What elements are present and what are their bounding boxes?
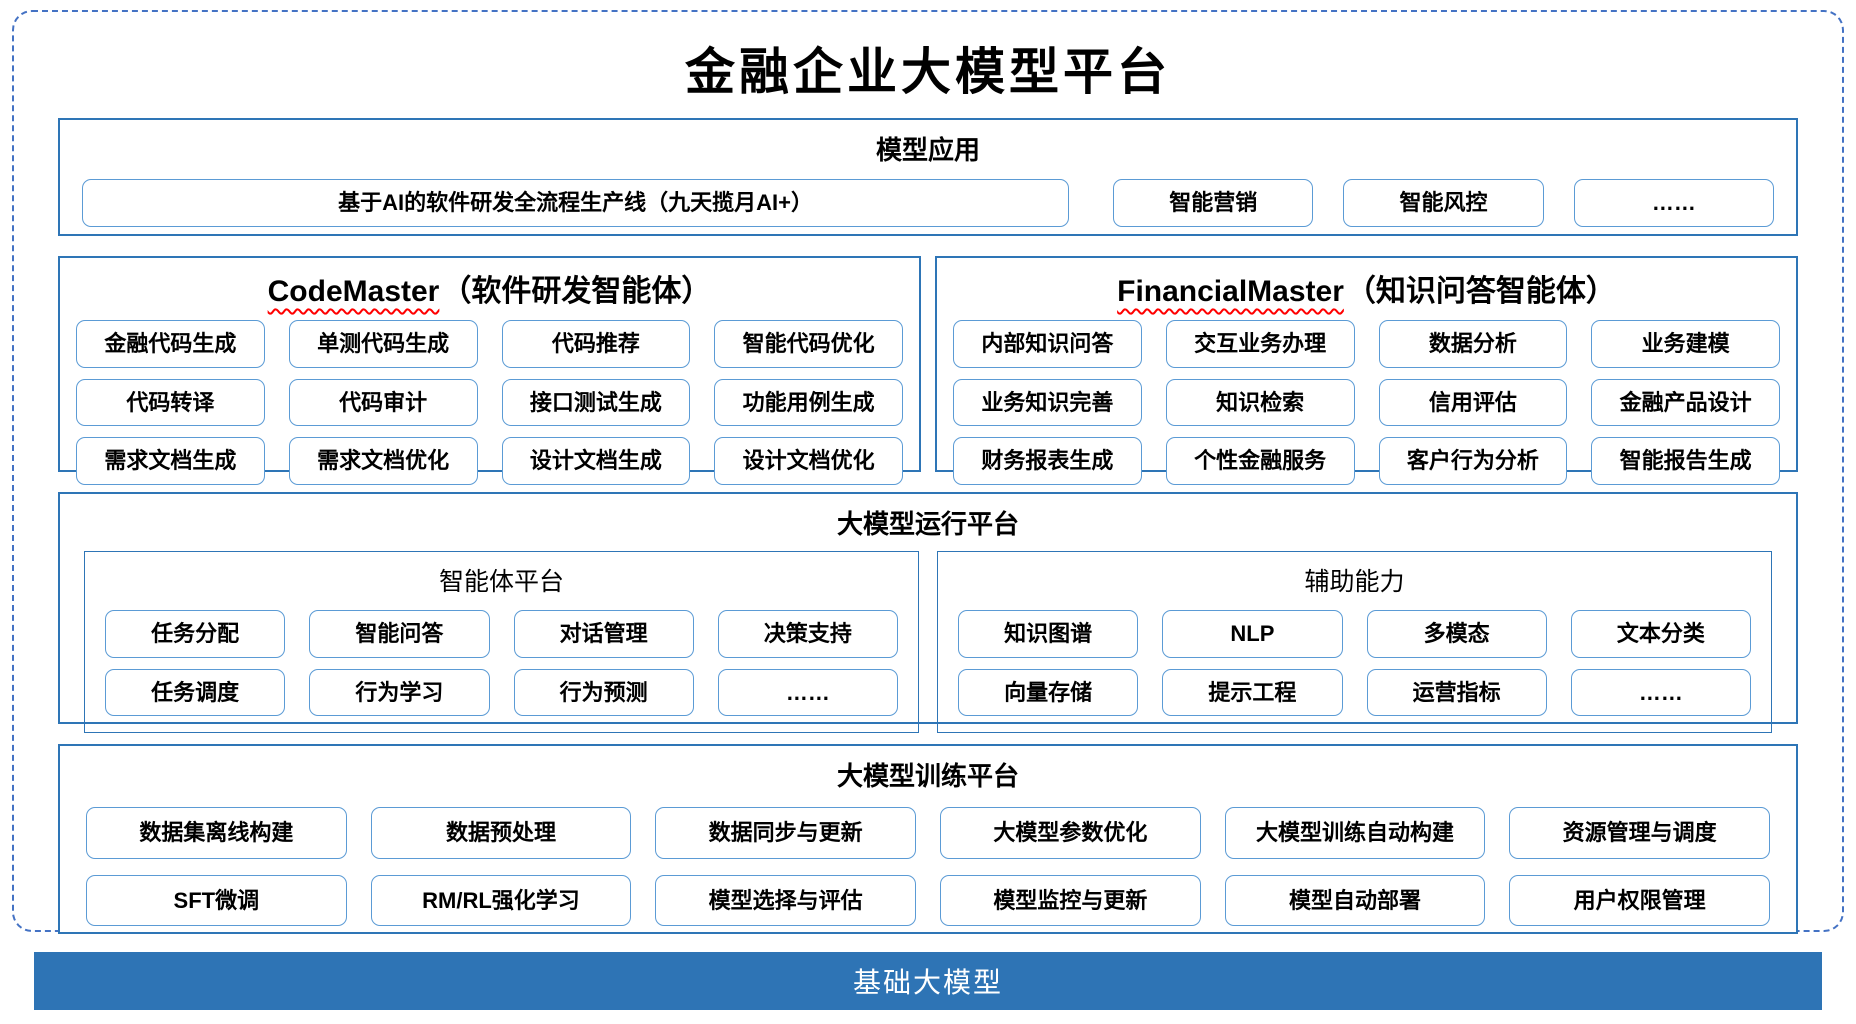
aux-capability-chip: NLP <box>1162 610 1343 658</box>
financialmaster-title-en: FinancialMaster <box>1117 275 1344 308</box>
application-chip: …… <box>1573 179 1774 227</box>
agent-platform-chip: 对话管理 <box>513 610 694 658</box>
codemaster-capability-chip: 金融代码生成 <box>76 320 265 368</box>
training-capability-chip: 数据预处理 <box>370 807 632 859</box>
applications-other-chips: 智能营销智能风控 …… <box>1113 179 1774 227</box>
agent-platform-chip: 行为学习 <box>309 668 490 716</box>
section-runtime-platform: 大模型运行平台 智能体平台 任务分配智能问答对话管理决策支持任务调度行为学习行为… <box>58 492 1798 733</box>
aux-capability-chip: 提示工程 <box>1162 668 1343 716</box>
financialmaster-title: FinancialMaster（知识问答智能体） <box>953 266 1780 310</box>
app-primary-chip: 基于AI的软件研发全流程生产线（九天揽月AI+） <box>82 179 1070 227</box>
section-codemaster: CodeMaster（软件研发智能体） 金融代码生成单测代码生成代码推荐智能代码… <box>58 256 921 485</box>
runtime-row: 智能体平台 任务分配智能问答对话管理决策支持任务调度行为学习行为预测 …… 辅助能… <box>84 551 1772 733</box>
codemaster-capability-chip: 代码审计 <box>288 378 478 426</box>
codemaster-capability-chip: 需求文档优化 <box>288 437 478 485</box>
codemaster-grid: 金融代码生成单测代码生成代码推荐智能代码优化代码转译代码审计接口测试生成功能用例… <box>76 320 903 485</box>
codemaster-capability-chip: 单测代码生成 <box>288 320 478 368</box>
financialmaster-capability-chip: 个性金融服务 <box>1165 437 1355 485</box>
agents-row: CodeMaster（软件研发智能体） 金融代码生成单测代码生成代码推荐智能代码… <box>58 256 1798 485</box>
section-training-platform: 大模型训练平台 数据集离线构建数据预处理数据同步与更新大模型参数优化大模型训练自… <box>58 744 1798 934</box>
aux-capability-chip: 运营指标 <box>1366 668 1547 716</box>
codemaster-title-en: CodeMaster <box>267 275 440 308</box>
training-capability-chip: RM/RL强化学习 <box>370 874 632 926</box>
financialmaster-capability-chip: 信用评估 <box>1378 378 1568 426</box>
agent-platform-header: 智能体平台 <box>438 568 564 596</box>
applications-row: 基于AI的软件研发全流程生产线（九天揽月AI+） 智能营销智能风控 …… <box>82 179 1774 227</box>
aux-capability-chip: 文本分类 <box>1570 610 1751 658</box>
aux-capability-chip: …… <box>1570 668 1751 716</box>
codemaster-capability-chip: 功能用例生成 <box>714 378 903 426</box>
training-capability-chip: 模型自动部署 <box>1224 874 1486 926</box>
training-header: 大模型训练平台 <box>836 761 1019 791</box>
agent-platform-chip: 行为预测 <box>513 668 694 716</box>
codemaster-capability-chip: 设计文档生成 <box>501 437 691 485</box>
codemaster-capability-chip: 代码推荐 <box>501 320 691 368</box>
training-capability-chip: 用户权限管理 <box>1509 874 1770 926</box>
financialmaster-capability-chip: 知识检索 <box>1165 378 1355 426</box>
financialmaster-title-zh: （知识问答智能体） <box>1345 275 1616 308</box>
financialmaster-capability-chip: 业务建模 <box>1591 320 1780 368</box>
aux-capability-grid: 知识图谱 NLP 多模态文本分类向量存储提示工程运营指标 …… <box>958 610 1751 716</box>
financialmaster-capability-chip: 数据分析 <box>1378 320 1568 368</box>
financialmaster-capability-chip: 交互业务办理 <box>1165 320 1355 368</box>
training-capability-chip: SFT微调 <box>86 874 347 926</box>
training-grid: 数据集离线构建数据预处理数据同步与更新大模型参数优化大模型训练自动构建资源管理与… <box>86 807 1770 926</box>
codemaster-capability-chip: 代码转译 <box>76 378 265 426</box>
applications-header: 模型应用 <box>875 135 980 165</box>
application-chip: 智能风控 <box>1343 179 1544 227</box>
runtime-header: 大模型运行平台 <box>836 509 1019 539</box>
agent-platform-grid: 任务分配智能问答对话管理决策支持任务调度行为学习行为预测 …… <box>105 610 898 716</box>
codemaster-title-zh: （软件研发智能体） <box>441 275 712 308</box>
agent-platform-chip: 任务分配 <box>105 610 286 658</box>
section-model-applications: 模型应用 基于AI的软件研发全流程生产线（九天揽月AI+） 智能营销智能风控 …… <box>58 118 1798 236</box>
agent-platform-chip: …… <box>717 668 898 716</box>
agent-platform-chip: 智能问答 <box>309 610 490 658</box>
aux-capability-chip: 知识图谱 <box>958 610 1139 658</box>
page-title: 金融企业大模型平台 <box>685 42 1171 101</box>
foundation-model-bar: 基础大模型 <box>34 952 1822 1010</box>
financialmaster-capability-chip: 客户行为分析 <box>1378 437 1568 485</box>
financialmaster-capability-chip: 金融产品设计 <box>1591 378 1780 426</box>
aux-capability-chip: 多模态 <box>1366 610 1547 658</box>
application-chip: 智能营销 <box>1113 179 1314 227</box>
codemaster-capability-chip: 接口测试生成 <box>501 378 691 426</box>
agent-platform-chip: 决策支持 <box>717 610 898 658</box>
codemaster-title: CodeMaster（软件研发智能体） <box>76 266 903 310</box>
codemaster-capability-chip: 设计文档优化 <box>714 437 903 485</box>
financialmaster-grid: 内部知识问答交互业务办理数据分析业务建模业务知识完善知识检索信用评估金融产品设计… <box>953 320 1780 485</box>
training-capability-chip: 模型选择与评估 <box>655 874 916 926</box>
financialmaster-capability-chip: 内部知识问答 <box>953 320 1142 368</box>
agent-platform-chip: 任务调度 <box>105 668 286 716</box>
training-capability-chip: 资源管理与调度 <box>1509 807 1770 859</box>
aux-capability-box: 辅助能力 知识图谱 NLP 多模态文本分类向量存储提示工程运营指标 …… <box>937 551 1772 733</box>
training-capability-chip: 数据同步与更新 <box>655 807 916 859</box>
training-capability-chip: 大模型参数优化 <box>939 807 1201 859</box>
financialmaster-capability-chip: 财务报表生成 <box>953 437 1142 485</box>
training-capability-chip: 模型监控与更新 <box>939 874 1201 926</box>
financialmaster-capability-chip: 业务知识完善 <box>953 378 1142 426</box>
codemaster-capability-chip: 需求文档生成 <box>76 437 265 485</box>
aux-capability-chip: 向量存储 <box>958 668 1139 716</box>
aux-capability-header: 辅助能力 <box>1304 568 1405 596</box>
agent-platform-box: 智能体平台 任务分配智能问答对话管理决策支持任务调度行为学习行为预测 …… <box>84 551 919 733</box>
training-capability-chip: 大模型训练自动构建 <box>1224 807 1486 859</box>
training-capability-chip: 数据集离线构建 <box>86 807 347 859</box>
platform-frame: 金融企业大模型平台 模型应用 基于AI的软件研发全流程生产线（九天揽月AI+） … <box>12 10 1844 934</box>
section-financialmaster: FinancialMaster（知识问答智能体） 内部知识问答交互业务办理数据分… <box>935 256 1798 485</box>
codemaster-capability-chip: 智能代码优化 <box>714 320 903 368</box>
financialmaster-capability-chip: 智能报告生成 <box>1591 437 1780 485</box>
